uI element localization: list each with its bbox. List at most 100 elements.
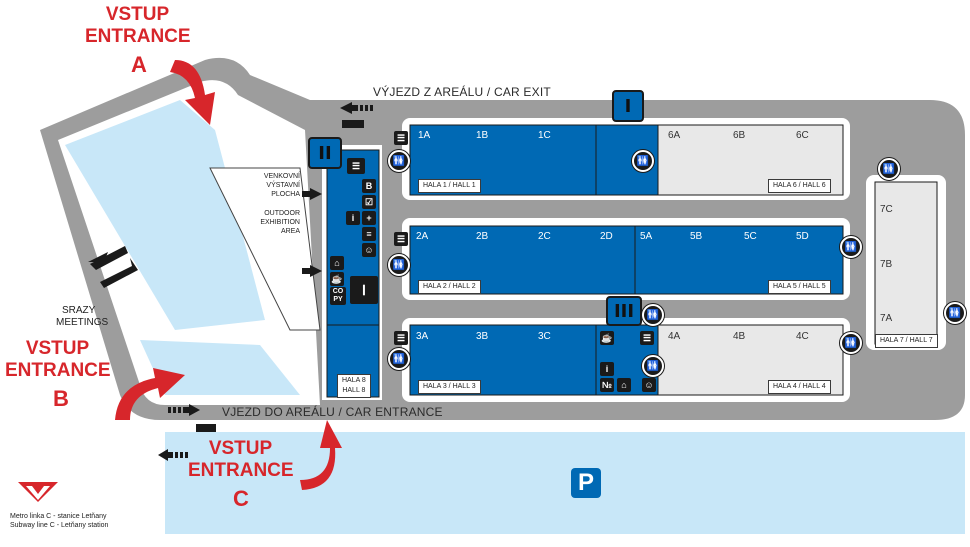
cloakroom-icon: ⌂ bbox=[617, 378, 631, 392]
restaurant-icon: ☰ bbox=[394, 131, 408, 145]
restaurant-icon: ☰ bbox=[347, 158, 365, 174]
toilets-icon: 🚻 bbox=[840, 332, 862, 354]
entrance-a-label: VSTUP ENTRANCE bbox=[85, 4, 191, 48]
hall-1-label: HALA 1 / HALL 1 bbox=[418, 179, 481, 193]
ticket-icon: № bbox=[600, 378, 614, 392]
toilets-icon: 🚻 bbox=[388, 254, 410, 276]
section-1b: 1B bbox=[476, 130, 489, 141]
copy-icon: CO PY bbox=[330, 287, 346, 305]
toilets-icon: 🚻 bbox=[878, 158, 900, 180]
entrance-road-arrow bbox=[168, 404, 216, 432]
entrance-b-arrow bbox=[115, 368, 185, 420]
info-icon: i bbox=[600, 362, 614, 376]
entrance-c-label: VSTUP ENTRANCE bbox=[188, 438, 294, 482]
entrance-a-en: ENTRANCE bbox=[85, 26, 191, 47]
section-1a: 1A bbox=[418, 130, 431, 141]
car-exit-label: VÝJEZD Z AREÁLU / CAR EXIT bbox=[373, 85, 551, 99]
toilets-icon: 🚻 bbox=[642, 304, 664, 326]
outdoor-en-line1: OUTDOOR bbox=[264, 210, 300, 217]
section-4a: 4A bbox=[668, 331, 681, 342]
entrance-c-cz: VSTUP bbox=[208, 438, 273, 459]
entrance-c-en: ENTRANCE bbox=[188, 460, 294, 481]
section-7c: 7C bbox=[880, 204, 893, 215]
car-entrance-label: VJEZD DO AREÁLU / CAR ENTRANCE bbox=[222, 405, 443, 419]
section-3b: 3B bbox=[476, 331, 489, 342]
outdoor-en-line2: EXHIBITION bbox=[260, 219, 300, 226]
cafe-icon: ☕ bbox=[600, 331, 614, 345]
hall-6-label: HALA 6 / HALL 6 bbox=[768, 179, 831, 193]
outdoor-cz-line3: PLOCHA bbox=[271, 191, 300, 198]
hall-8-cz: HALA 8 bbox=[342, 377, 366, 384]
section-2c: 2C bbox=[538, 231, 551, 242]
parking-icon: P bbox=[571, 468, 601, 498]
section-5d: 5D bbox=[796, 231, 809, 242]
queue-icon: Ⅰ bbox=[350, 276, 378, 304]
entrance-a-arrow bbox=[170, 60, 215, 125]
outdoor-arrows bbox=[302, 188, 322, 277]
entrance-c-arrow bbox=[300, 420, 342, 490]
marker-one: I bbox=[612, 90, 644, 122]
entrance-b-label: VSTUP ENTRANCE bbox=[5, 338, 111, 382]
entrance-a-cz: VSTUP bbox=[105, 4, 170, 25]
entrance-c-letter: C bbox=[233, 486, 249, 511]
metro-exit-arrow bbox=[158, 449, 188, 461]
section-3a: 3A bbox=[416, 331, 429, 342]
metro-caption: Metro linka C - stanice Letňany Subway l… bbox=[10, 512, 108, 530]
toilets-icon: 🚻 bbox=[632, 150, 654, 172]
section-2b: 2B bbox=[476, 231, 489, 242]
section-5c: 5C bbox=[744, 231, 757, 242]
hall-4-label: HALA 4 / HALL 4 bbox=[768, 380, 831, 394]
section-2d: 2D bbox=[600, 231, 613, 242]
cloakroom-icon: ⌂ bbox=[330, 256, 344, 270]
document-icon: ≡ bbox=[362, 227, 376, 241]
hall-8-label: HALA 8 HALL 8 bbox=[337, 374, 371, 398]
section-1c: 1C bbox=[538, 130, 551, 141]
toilets-icon: 🚻 bbox=[944, 302, 966, 324]
copy-icon-line2: PY bbox=[333, 296, 343, 303]
entrance-b-letter: B bbox=[53, 386, 69, 411]
section-5a: 5A bbox=[640, 231, 653, 242]
baby-icon: ☺ bbox=[362, 243, 376, 257]
outdoor-en-line3: AREA bbox=[280, 228, 300, 235]
marker-two: II bbox=[308, 137, 342, 169]
toilets-icon: 🚻 bbox=[388, 150, 410, 172]
metro-caption-cz: Metro linka C - stanice Letňany bbox=[10, 513, 107, 520]
section-7a: 7A bbox=[880, 313, 893, 324]
metro-caption-en: Subway line C - Letňany station bbox=[10, 522, 109, 529]
first-aid-icon: + bbox=[362, 211, 376, 225]
lake-upper bbox=[65, 100, 265, 330]
section-4b: 4B bbox=[733, 331, 746, 342]
hall-7 bbox=[874, 181, 938, 345]
section-4c: 4C bbox=[796, 331, 809, 342]
restaurant-icon: ☰ bbox=[640, 331, 654, 345]
meetings-en: MEETINGS bbox=[56, 317, 109, 328]
checklist-icon: ☑ bbox=[362, 195, 376, 209]
info-icon: i bbox=[346, 211, 360, 225]
hall-3-label: HALA 3 / HALL 3 bbox=[418, 380, 481, 394]
toilets-icon: 🚻 bbox=[642, 355, 664, 377]
outdoor-area-label: VENKOVNÍ VÝSTAVNÍ PLOCHA OUTDOOR EXHIBIT… bbox=[238, 172, 300, 236]
meetings-label: SRAZY MEETINGS bbox=[56, 305, 108, 329]
outdoor-area bbox=[209, 167, 321, 331]
section-6b: 6B bbox=[733, 130, 746, 141]
bus-icon: B bbox=[362, 179, 376, 193]
section-6a: 6A bbox=[668, 130, 681, 141]
entrance-b-cz: VSTUP bbox=[25, 338, 90, 359]
toilets-icon: 🚻 bbox=[388, 348, 410, 370]
section-6c: 6C bbox=[796, 130, 809, 141]
restaurant-icon: ☰ bbox=[394, 331, 408, 345]
copy-icon-line1: CO bbox=[332, 288, 344, 295]
meetings-cz: SRAZY bbox=[62, 305, 96, 316]
section-5b: 5B bbox=[690, 231, 703, 242]
lake-lower bbox=[140, 340, 300, 395]
meetings-arrows bbox=[88, 246, 138, 288]
marker-three: III bbox=[606, 296, 642, 326]
section-2a: 2A bbox=[416, 231, 429, 242]
toilets-icon: 🚻 bbox=[840, 236, 862, 258]
hall-8-en: HALL 8 bbox=[342, 387, 366, 394]
exit-arrow bbox=[340, 102, 373, 128]
entrance-a-letter: A bbox=[131, 52, 147, 77]
metro-logo-icon bbox=[18, 482, 58, 502]
outdoor-cz-line2: VÝSTAVNÍ bbox=[266, 182, 300, 189]
